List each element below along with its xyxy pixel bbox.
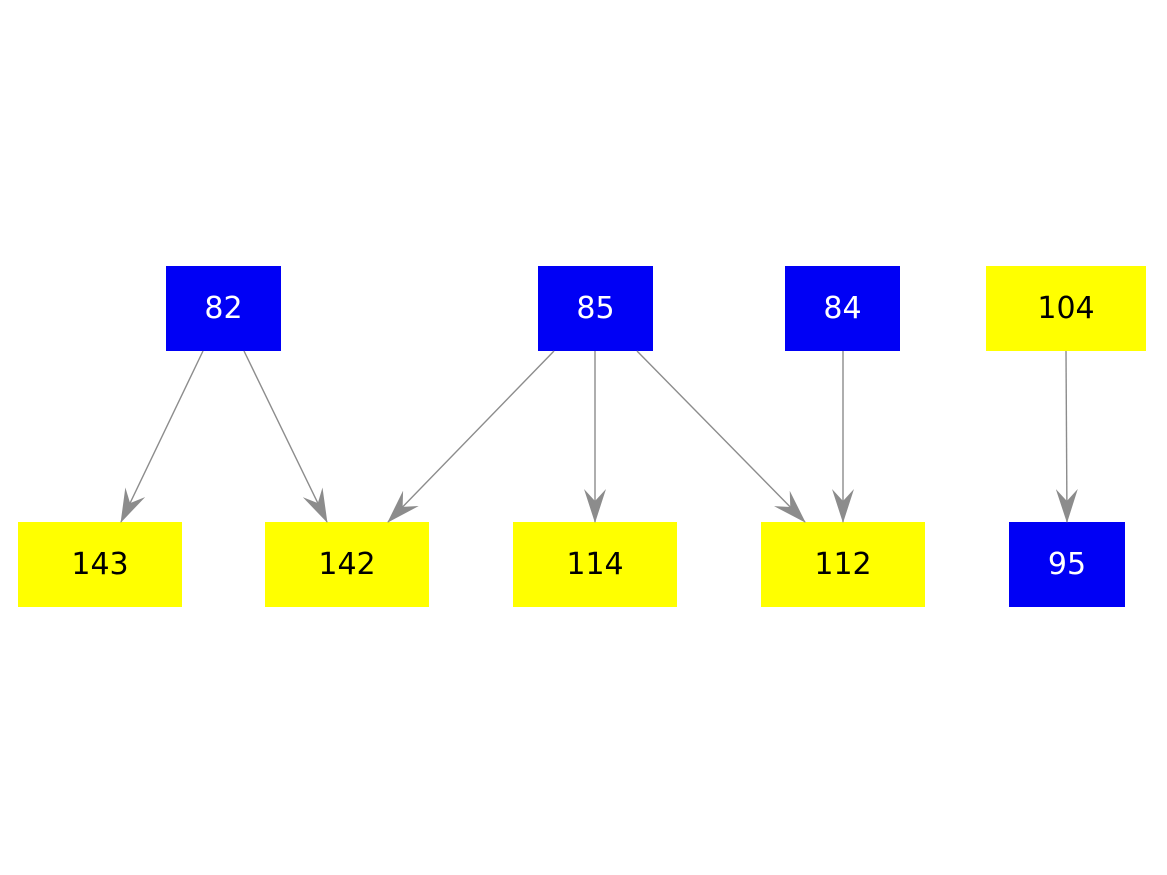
edge-82-142 — [243, 350, 328, 523]
node-label: 85 — [576, 290, 615, 326]
node-104: 104 — [986, 266, 1146, 351]
edge-82-143 — [120, 350, 204, 523]
node-114: 114 — [513, 522, 677, 607]
node-84: 84 — [785, 266, 900, 351]
node-142: 142 — [265, 522, 429, 607]
edge-85-112 — [636, 350, 806, 523]
node-label: 143 — [71, 546, 129, 582]
node-112: 112 — [761, 522, 925, 607]
edge-104-95 — [1055, 350, 1078, 523]
node-label: 112 — [814, 546, 872, 582]
edges-group — [120, 350, 1078, 523]
node-label: 104 — [1037, 290, 1095, 326]
node-82: 82 — [166, 266, 281, 351]
node-label: 82 — [204, 290, 243, 326]
node-label: 95 — [1047, 546, 1087, 582]
node-95: 95 — [1009, 522, 1125, 607]
node-label: 114 — [566, 546, 624, 582]
node-85: 85 — [538, 266, 653, 351]
node-label: 142 — [318, 546, 376, 582]
node-143: 143 — [18, 522, 182, 607]
node-label: 84 — [823, 290, 862, 326]
edge-85-142 — [387, 350, 555, 523]
